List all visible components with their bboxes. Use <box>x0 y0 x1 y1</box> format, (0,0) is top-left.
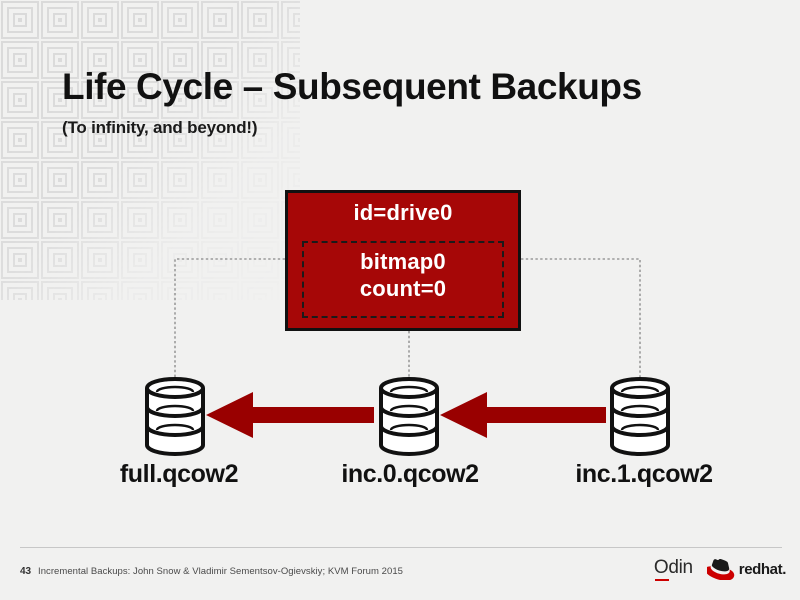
connector-drivebox-to-inc1 <box>521 258 641 390</box>
redhat-wordmark: redhat. <box>738 561 787 578</box>
drive-box: id=drive0 bitmap0 count=0 <box>285 190 521 331</box>
footer-page-number: 43 <box>20 566 32 577</box>
redhat-shadowman-icon <box>706 559 735 580</box>
disk-label-full: full.qcow2 <box>119 460 239 488</box>
footer-credit: Incremental Backups: John Snow & Vladimi… <box>38 566 403 577</box>
disk-label-inc1: inc.1.qcow2 <box>575 460 713 488</box>
database-cylinder-icon-inc1 <box>610 377 670 456</box>
database-cylinder-icon-full <box>145 377 205 456</box>
odin-accent-underline <box>654 579 669 581</box>
arrow-inc1-to-inc0 <box>440 392 606 438</box>
corner-pattern-decoration <box>0 0 300 300</box>
connector-drivebox-to-full <box>174 258 285 390</box>
database-cylinder-icon-inc0 <box>379 377 439 456</box>
footer-logos: Odin redhat. <box>654 558 786 581</box>
odin-wordmark: Odin <box>653 557 693 578</box>
page-title: Life Cycle – Subsequent Backups <box>62 66 642 107</box>
title-block: Life Cycle – Subsequent Backups (To infi… <box>62 66 762 138</box>
page-subtitle: (To infinity, and beyond!) <box>62 117 258 137</box>
drive-id-label: id=drive0 <box>353 200 453 225</box>
disk-label-inc0: inc.0.qcow2 <box>341 460 479 488</box>
footer-divider <box>20 547 782 548</box>
bitmap-name-label: bitmap0 <box>360 249 446 274</box>
bitmap-box: bitmap0 count=0 <box>302 241 504 318</box>
odin-logo: Odin <box>654 558 693 581</box>
bitmap-count-label: count=0 <box>359 275 447 301</box>
arrow-inc0-to-full <box>206 392 374 438</box>
redhat-logo: redhat. <box>706 559 787 580</box>
